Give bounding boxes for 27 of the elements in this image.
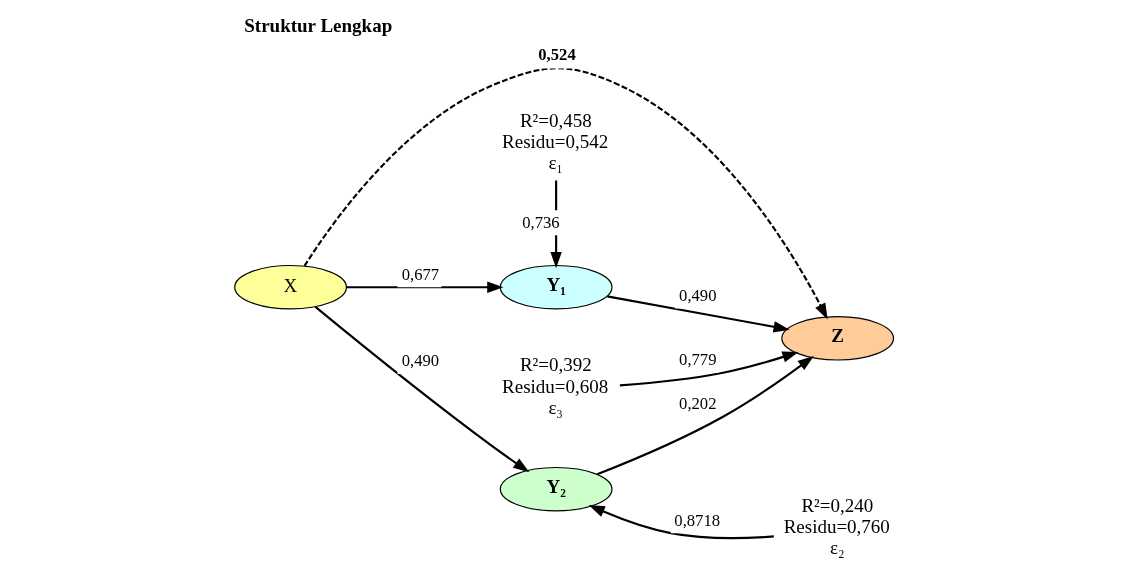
- arrow: [596, 355, 814, 476]
- edge-label: 0,677: [401, 264, 439, 284]
- edge-label: 0,490: [401, 351, 439, 371]
- node-label: Residu=0,542: [501, 130, 608, 152]
- node-text: ε₂: [829, 537, 845, 559]
- arrow: [346, 281, 503, 293]
- edge-label: 0,202: [678, 394, 716, 414]
- node-ellipse: Y₂: [499, 466, 613, 512]
- node-label: Residu=0,760: [783, 515, 890, 537]
- node-label: R²=0,392: [519, 354, 592, 376]
- arrow: [606, 295, 790, 333]
- arrow: [303, 67, 828, 320]
- node-label: Residu=0,608: [501, 375, 608, 397]
- node-text: ε₃: [547, 397, 563, 419]
- edge-label: 0,736: [521, 212, 560, 232]
- arrow: [619, 351, 799, 387]
- node-text: ε₁: [547, 152, 563, 174]
- edge-label: 0,524: [537, 44, 576, 64]
- edge-label: 0,8718: [673, 510, 720, 530]
- node-label: R²=0,240: [800, 494, 873, 516]
- edge-label: 0,779: [678, 350, 716, 370]
- arrow: [314, 306, 529, 473]
- edge-label: 0,490: [678, 286, 716, 306]
- node-label: R²=0,458: [519, 109, 592, 131]
- node-ellipse: X: [233, 264, 347, 310]
- diagram-title: Struktur Lengkap: [243, 14, 392, 36]
- node-ellipse: Y₁: [499, 264, 613, 310]
